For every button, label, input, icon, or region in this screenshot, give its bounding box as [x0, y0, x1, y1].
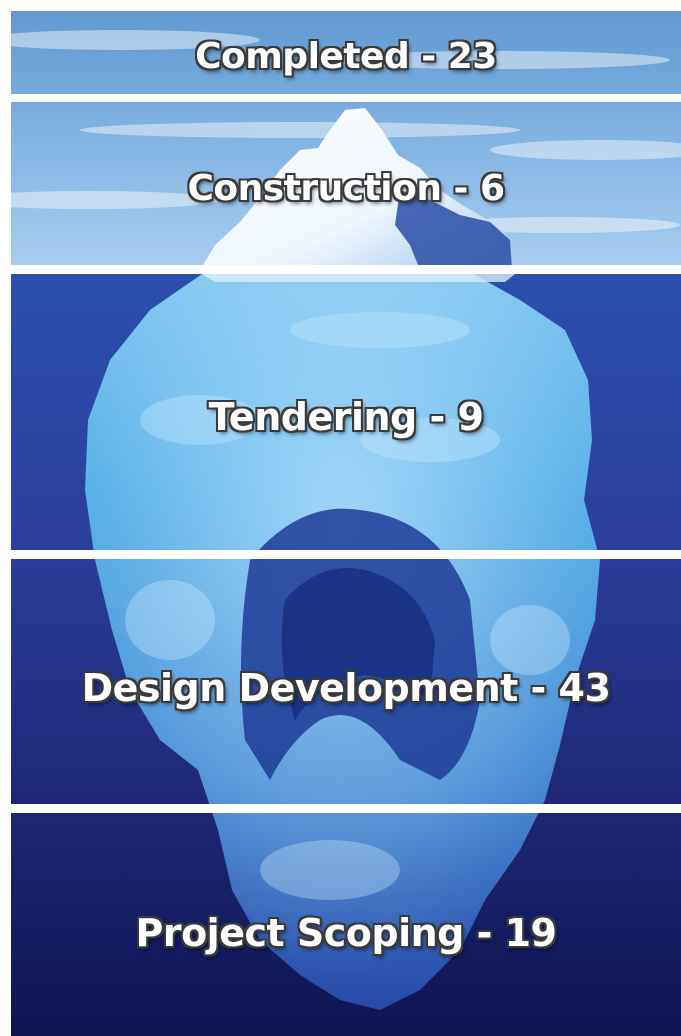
stage-label-tendering: Tendering - 9: [208, 395, 484, 439]
stage-label-design-development: Design Development - 43: [81, 666, 611, 710]
ice-tip-shadow: [395, 190, 512, 270]
stage-label-completed: Completed - 23: [195, 36, 497, 77]
stage-label-project-scoping: Project Scoping - 19: [135, 911, 557, 955]
ice-highlights: [125, 312, 570, 900]
stage-label-construction: Construction - 6: [187, 168, 505, 209]
ice-cavity-inner: [281, 568, 435, 720]
